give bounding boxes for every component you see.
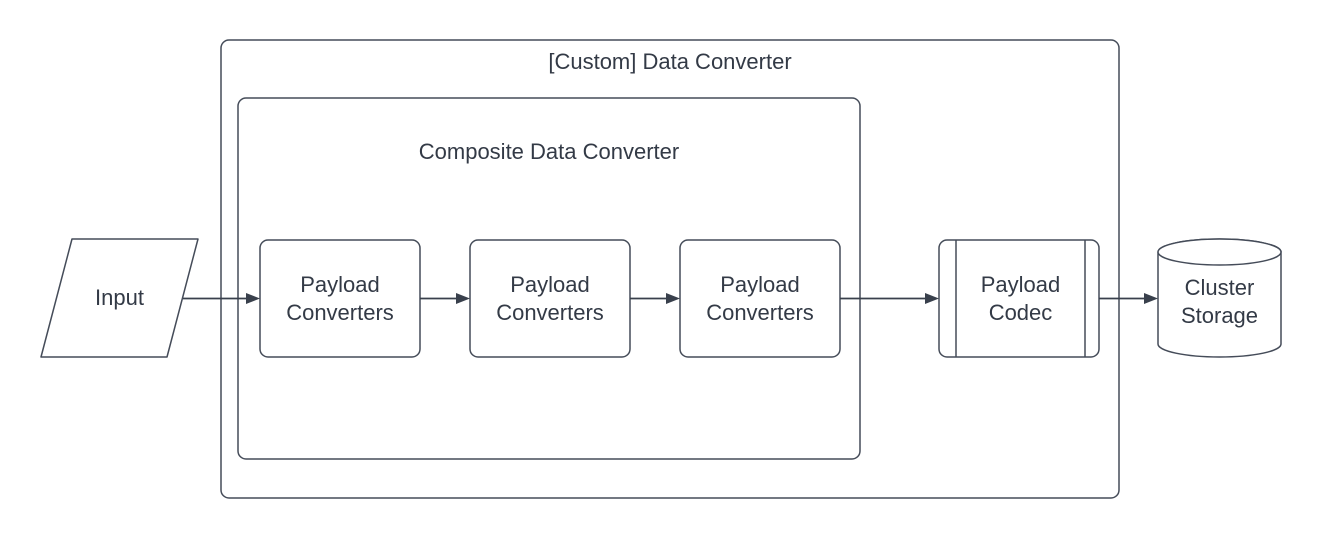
cluster-storage-label: Cluster Storage	[1180, 275, 1259, 328]
custom-data-converter-title: [Custom] Data Converter	[548, 49, 792, 74]
cluster-storage-cylinder-top	[1157, 238, 1282, 266]
arrow-converter1-to-converter2	[420, 293, 470, 304]
arrow-input-to-converter1	[183, 293, 260, 304]
payload-converters-label-1: Payload Converters	[286, 271, 394, 325]
arrowhead-icon	[925, 293, 939, 304]
arrowhead-icon	[456, 293, 470, 304]
arrow-converter3-to-codec	[840, 293, 939, 304]
input-label: Input	[95, 285, 144, 310]
payload-converters-label-3: Payload Converters	[706, 271, 814, 325]
payload-converters-label-2: Payload Converters	[496, 271, 604, 325]
arrowhead-icon	[246, 293, 260, 304]
payload-codec-label: Payload Codec	[980, 271, 1061, 325]
input-parallelogram-shape	[40, 238, 199, 358]
arrow-converter2-to-converter3	[630, 293, 680, 304]
arrow-codec-to-storage	[1099, 293, 1158, 304]
arrowhead-icon	[666, 293, 680, 304]
composite-data-converter-title: Composite Data Converter	[418, 139, 680, 164]
arrowhead-icon	[1144, 293, 1158, 304]
